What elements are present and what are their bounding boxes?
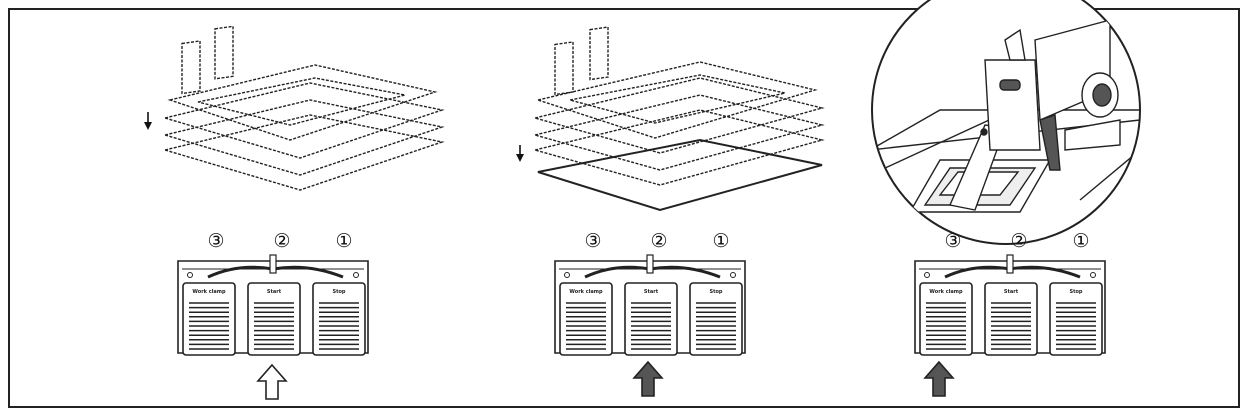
arrow-panel-1 [258,365,286,399]
down-arrow-icon [144,112,152,130]
pedal-label: Stop [332,289,345,295]
pedal-number: ① [335,230,352,252]
foot-pedal-2: Start [625,283,677,355]
pedal-number: ③ [207,230,224,252]
foot-pedal-3: Stop [1050,283,1102,355]
foot-pedal-2: Start [985,283,1037,355]
cable-connector [647,255,653,273]
pedal-number: ② [273,230,290,252]
pedal-label: Stop [709,289,722,295]
filled-up-arrow-icon [925,362,953,396]
pedal-number: ① [712,230,729,252]
foot-pedal-3: Stop [313,283,365,355]
pedal-assembly-3: ③ ② ① Work clamp Start Stop [915,230,1105,355]
panel-3-machine-closeup [870,0,1140,244]
bottom-frame-solid [538,140,822,210]
pedal-label: Work clamp [569,289,603,295]
pedal-label: Work clamp [929,289,963,295]
frame-stack-2 [535,27,822,185]
foot-pedal-1: Work clamp [560,283,612,355]
pedal-label: Stop [1069,289,1082,295]
arrow-panel-2 [634,362,662,396]
pedal-assembly-2: ③ ② ① Work clamp Start Stop [555,230,745,355]
pedal-label: Start [1004,289,1019,295]
panel-2 [516,27,822,210]
outline-up-arrow-icon [258,365,286,399]
pedal-number: ② [650,230,667,252]
cable-connector [270,255,276,273]
foot-pedal-1: Work clamp [183,283,235,355]
cable-connector [1007,255,1013,273]
filled-up-arrow-icon [634,362,662,396]
pedal-number: ③ [584,230,601,252]
pedal-number: ① [1072,230,1089,252]
down-arrow-icon [516,145,524,162]
pedal-label: Start [644,289,659,295]
pedal-number: ② [1010,230,1027,252]
pedal-assembly-1: ③ ② ① Work clamp Start Stop [178,230,368,355]
foot-pedal-3: Stop [690,283,742,355]
pedal-label: Start [267,289,282,295]
frame-stack-1 [165,26,442,190]
foot-pedal-1: Work clamp [920,283,972,355]
foot-pedal-2: Start [248,283,300,355]
pedal-label: Work clamp [192,289,226,295]
pedal-number: ③ [944,230,961,252]
arrow-panel-3 [925,362,953,396]
panel-1 [144,26,442,190]
